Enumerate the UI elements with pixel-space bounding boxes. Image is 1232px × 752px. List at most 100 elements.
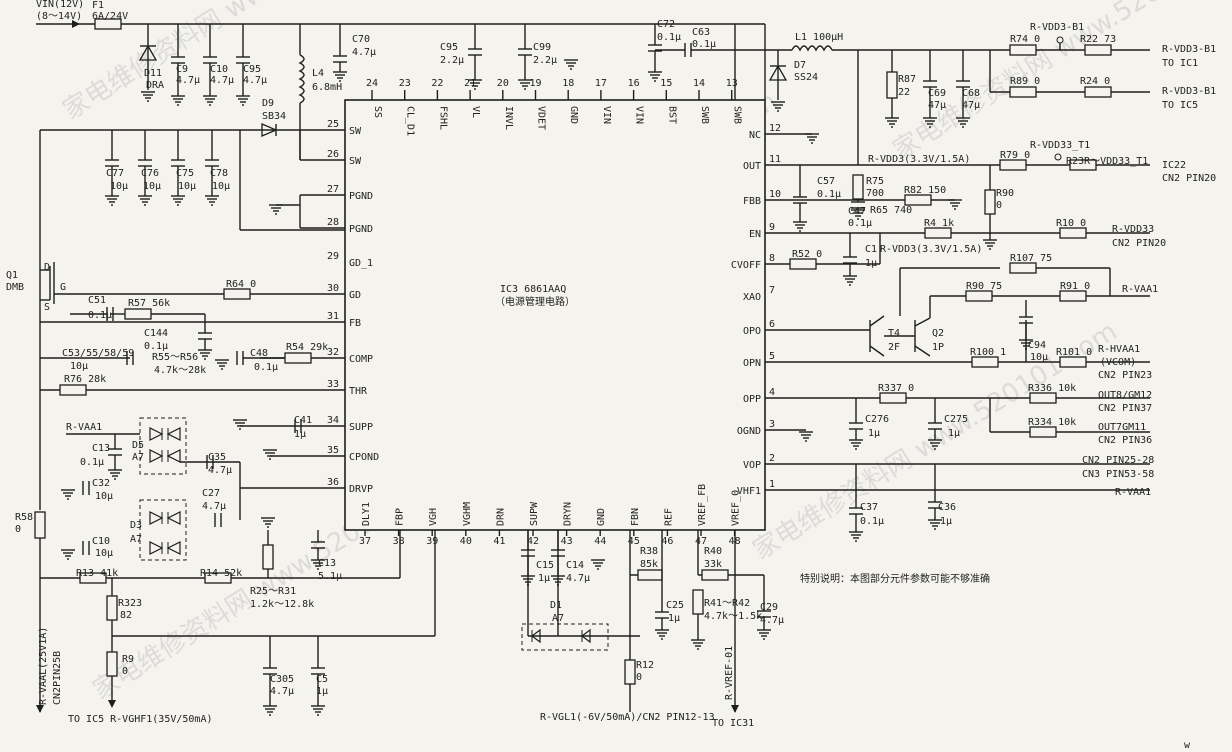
pin-7-name: XAO xyxy=(743,292,761,303)
q1-source: S xyxy=(44,302,50,313)
c10b-value: 10μ xyxy=(95,548,113,559)
pin-28-number: 28 xyxy=(327,217,339,228)
pin-36-name: DRVP xyxy=(349,484,373,495)
pin-17-name: VIN xyxy=(601,106,612,124)
rhvaa1-label: R-HVAA1 xyxy=(1098,344,1140,355)
pin-40-number: 40 xyxy=(460,536,472,547)
rvdd3b-label: R-VDD3(3.3V/1.5A) xyxy=(880,244,982,255)
c48-value: 0.1μ xyxy=(254,362,278,373)
r64-label: R64 0 xyxy=(226,279,256,290)
c48-label: C48 xyxy=(250,348,268,359)
pin-34-name: SUPP xyxy=(349,422,373,433)
ic-subtitle: （电源管理电路） xyxy=(495,295,575,308)
pin-47-name: VREF_FB xyxy=(697,484,708,526)
pin-13-name: SWB xyxy=(732,106,743,124)
d7-value: SS24 xyxy=(794,72,818,83)
ic-name: IC3 6861AAQ xyxy=(500,284,566,295)
c78-label: C78 xyxy=(210,168,228,179)
c53-label: C53/55/58/59 xyxy=(62,348,134,359)
r25-value: 1.2k～12.8k xyxy=(250,599,314,610)
c47-value: 0.1μ xyxy=(848,218,872,229)
pin-23-name: CL_D1 xyxy=(405,106,416,136)
r87-value: 22 xyxy=(898,87,910,98)
pin-43-name: DRYN xyxy=(563,502,574,526)
pin-13-number: 13 xyxy=(726,78,738,89)
right-section: R-VDD33_T1 R-VDD3(3.3V/1.5A) R79 0 R23R～… xyxy=(765,140,1216,751)
r55-label: R55～R56 xyxy=(152,352,198,363)
vin-label: VIN(12V) xyxy=(36,0,84,10)
rvaa1-label: R-VAA1 xyxy=(66,422,102,433)
c144-label: C144 xyxy=(144,328,168,339)
c57-label: C57 xyxy=(817,176,835,187)
pin-10-number: 10 xyxy=(769,189,781,200)
cn3p5358-label: CN3 PIN53-58 xyxy=(1082,469,1154,480)
pin-22-number: 22 xyxy=(431,78,443,89)
vin-range-label: (8～14V) xyxy=(36,11,82,22)
pin-27-number: 27 xyxy=(327,184,339,195)
r54-label: R54 29k xyxy=(286,342,328,353)
pin-40-name: VGHM xyxy=(462,502,473,526)
d11-label: D11 xyxy=(144,68,162,79)
pin-6-name: OPO xyxy=(743,326,761,337)
r12-label: R12 xyxy=(636,660,654,671)
c99-value: 2.2μ xyxy=(533,55,557,66)
t4-value: 2F xyxy=(888,342,900,353)
r90a-label: R90 xyxy=(996,188,1014,199)
c77-label: C77 xyxy=(106,168,124,179)
d7-label: D7 xyxy=(794,60,806,71)
pin-6-number: 6 xyxy=(769,319,775,330)
c68-label: C68 xyxy=(962,88,980,99)
pin-5-number: 5 xyxy=(769,351,775,362)
d5-value: A7 xyxy=(132,452,144,463)
pin-30-number: 30 xyxy=(327,283,339,294)
c75-value: 10μ xyxy=(178,181,196,192)
pin-42-number: 42 xyxy=(527,536,539,547)
d3-value: A7 xyxy=(130,534,142,545)
d1-label: D1 xyxy=(550,600,562,611)
pin-12-number: 12 xyxy=(769,123,781,134)
r12-value: 0 xyxy=(636,672,642,683)
rvdd3b1-label: R-VDD3-B1 xyxy=(1030,22,1084,33)
c9-label: C9 xyxy=(176,64,188,75)
c68-value: 47μ xyxy=(962,100,980,111)
r334-label: R334 10k xyxy=(1028,417,1076,428)
c14-value: 4.7μ xyxy=(566,573,590,584)
pin-3-name: OGND xyxy=(737,426,761,437)
r87-label: R87 xyxy=(898,74,916,85)
pin-42-name: SUPW xyxy=(529,501,540,526)
c15-label: C15 xyxy=(536,560,554,571)
pin-23-number: 23 xyxy=(399,78,411,89)
q1-label: Q1 xyxy=(6,270,18,281)
c32-value: 10μ xyxy=(95,491,113,502)
out8-label: OUT8/GM12 xyxy=(1098,390,1152,401)
rvgl-label: R-VGL1(-6V/50mA)/CN2 PIN12-13 xyxy=(540,712,715,723)
rvaa1b-label: R-VAA1 xyxy=(1122,284,1158,295)
c57-value: 0.1μ xyxy=(817,189,841,200)
out2-label: R-VDD3-B1 xyxy=(1162,86,1216,97)
pin-26-name: SW xyxy=(349,156,362,167)
c69-value: 47μ xyxy=(928,100,946,111)
c95b-value: 4.7μ xyxy=(243,75,267,86)
pin-8-name: CVOFF xyxy=(731,260,761,271)
pin-1-number: 1 xyxy=(769,479,775,490)
ic-pins: 24SS23CL_D122FSHL21VL20INVL19VDET18GND17… xyxy=(327,78,781,547)
c77-value: 10μ xyxy=(110,181,128,192)
c72-value: 0.1μ xyxy=(657,32,681,43)
c25-label: C25 xyxy=(666,600,684,611)
input-caps: D11 DRA C9 4.7μ C10 4.7μ C95 4.7μ xyxy=(138,24,267,91)
pin-30-name: GD xyxy=(349,290,361,301)
c36-label: C36 xyxy=(938,502,956,513)
c41-value: 1μ xyxy=(294,429,306,440)
cn2p20a-label: CN2 PIN20 xyxy=(1162,173,1216,184)
pin-8-number: 8 xyxy=(769,253,775,264)
pin-48-name: VREF_0 xyxy=(731,490,742,526)
note-text: 特别说明：本图部分元件参数可能不够准确 xyxy=(800,572,990,585)
c51-value: 0.1μ xyxy=(88,310,112,321)
r9-label: R9 xyxy=(122,654,134,665)
pin-17-number: 17 xyxy=(595,78,607,89)
c1-value: 1μ xyxy=(865,258,877,269)
q2-label: Q2 xyxy=(932,328,944,339)
c53-value: 10μ xyxy=(70,361,88,372)
r13-label: R13 41k xyxy=(76,568,118,579)
